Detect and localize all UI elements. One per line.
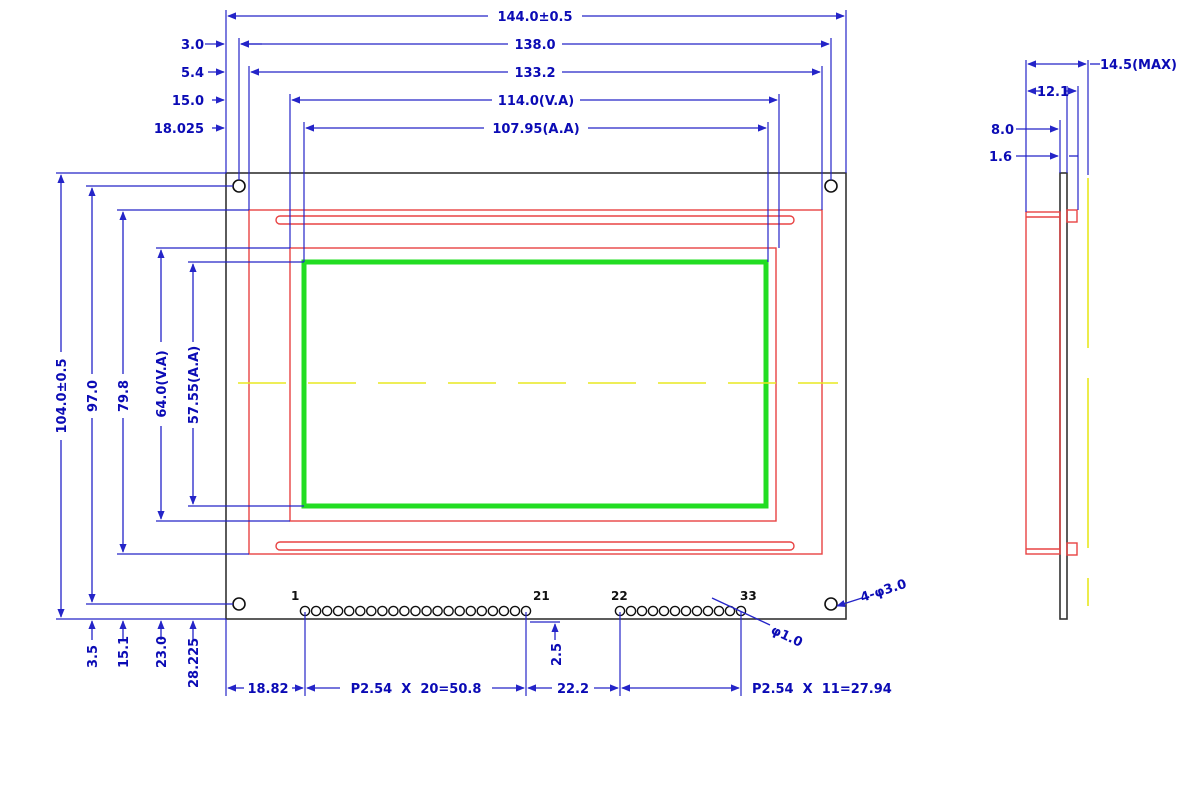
dim-first-pin-offset: 18.82	[247, 682, 288, 697]
pin-pad	[647, 605, 659, 617]
dim-max-thickness: 14.5(MAX)	[1100, 58, 1177, 73]
pin-pad	[669, 605, 681, 617]
pin-label-22: 22	[611, 589, 628, 603]
dim-group-gap: 22.2	[557, 682, 589, 697]
pin-pad	[365, 605, 377, 617]
bottom-dimensions: 18.82 P2.54 X 20=50.8 22.2 P2.54 X 11=27…	[225, 612, 892, 697]
dim-va-offset-y: 23.0	[155, 636, 170, 668]
mounting-hole-bottom-right	[824, 597, 838, 611]
dim-overall-height: 104.0±0.5	[55, 358, 70, 433]
pin-pad	[680, 605, 692, 617]
pcb-outline	[225, 172, 847, 620]
pin-pad	[465, 605, 477, 617]
dim-va-width: 114.0(V.A)	[498, 94, 574, 109]
bezel-bottom-slot	[275, 541, 795, 551]
bezel	[248, 209, 823, 555]
mounting-hole-bottom-left	[232, 597, 246, 611]
pin-label-last: 33	[740, 589, 757, 603]
mounting-hole-top-right	[824, 179, 838, 193]
pin-pad	[388, 605, 399, 617]
dim-pin-row-offset: 2.5	[550, 643, 565, 666]
dim-pin-group-2: P2.54 X 11=27.94	[752, 682, 892, 697]
pin-pad	[658, 605, 670, 617]
dim-bezel-height: 79.8	[117, 380, 132, 412]
dim-bezel-offset-x: 5.4	[181, 66, 204, 81]
callout-mounting-holes: 4-φ3.0	[859, 577, 909, 606]
pin-pad	[498, 605, 510, 617]
pin-pad	[321, 605, 333, 617]
mounting-hole-top-left	[232, 179, 246, 193]
bezel-top-slot	[275, 215, 795, 225]
dim-aa-offset-x: 18.025	[154, 122, 204, 137]
dim-hole-pitch-y: 97.0	[86, 380, 101, 412]
pin-pad	[702, 605, 714, 617]
dim-aa-height: 57.55(A.A)	[187, 346, 202, 424]
side-tab-bottom	[1066, 542, 1078, 556]
dim-aa-offset-y: 28.225	[187, 638, 202, 688]
side-pcb	[1059, 172, 1068, 620]
bezel-outer	[248, 209, 823, 555]
pin-pad	[421, 605, 432, 617]
pin-pad	[713, 605, 725, 617]
left-dimensions: 104.0±0.5 97.0 79.8 64.0(V.A) 57.55(A.A)…	[55, 172, 304, 688]
pin-pad	[399, 605, 410, 617]
pin-pad	[377, 605, 388, 617]
side-bezel	[1025, 211, 1061, 555]
pin-pad	[476, 605, 488, 617]
side-tab-top	[1066, 209, 1078, 223]
top-dimensions: 144.0±0.5 138.0 3.0 133.2 5.4 114.0(V.A)…	[154, 10, 847, 262]
dim-overall-width: 144.0±0.5	[497, 10, 572, 25]
pin-pad	[310, 605, 322, 617]
pin-pad	[625, 605, 637, 617]
dim-aa-width: 107.95(A.A)	[492, 122, 579, 137]
pin-group-1	[299, 605, 532, 617]
callout-pin-hole-diameter: φ1.0	[768, 623, 804, 651]
pin-pad	[410, 605, 421, 617]
side-view: 14.5(MAX) 12.1 8.0 1.6	[989, 58, 1177, 620]
pin-pad	[343, 605, 355, 617]
pin-pad	[332, 605, 344, 617]
dim-hole-offset-y: 3.5	[86, 645, 101, 668]
dim-hole-pitch-x: 138.0	[514, 38, 555, 53]
dim-va-offset-x: 15.0	[172, 94, 204, 109]
pin-label-first: 1	[291, 589, 299, 603]
pin-label-21: 21	[533, 589, 550, 603]
front-view: 1 21 22 33 144.0±0.5 138.0	[55, 10, 909, 697]
dim-pcb-thickness: 1.6	[989, 150, 1012, 165]
dim-bezel-thickness: 8.0	[991, 123, 1014, 138]
active-area	[301, 259, 769, 509]
pin-pad	[443, 605, 454, 617]
dim-bezel-offset-y: 15.1	[117, 636, 132, 668]
dim-bezel-width: 133.2	[514, 66, 555, 81]
dim-pin-group-1: P2.54 X 20=50.8	[351, 682, 482, 697]
pin-pad	[487, 605, 499, 617]
pin-pad	[454, 605, 466, 617]
pin-pad	[636, 605, 648, 617]
dim-hole-offset-x: 3.0	[181, 38, 204, 53]
bezel-inner	[289, 247, 777, 522]
pin-pad	[354, 605, 366, 617]
pin-pad	[691, 605, 703, 617]
dim-module-thickness: 12.1	[1037, 85, 1069, 100]
pin-pad	[432, 605, 443, 617]
dim-va-height: 64.0(V.A)	[155, 350, 170, 417]
pin-pad	[509, 605, 521, 617]
